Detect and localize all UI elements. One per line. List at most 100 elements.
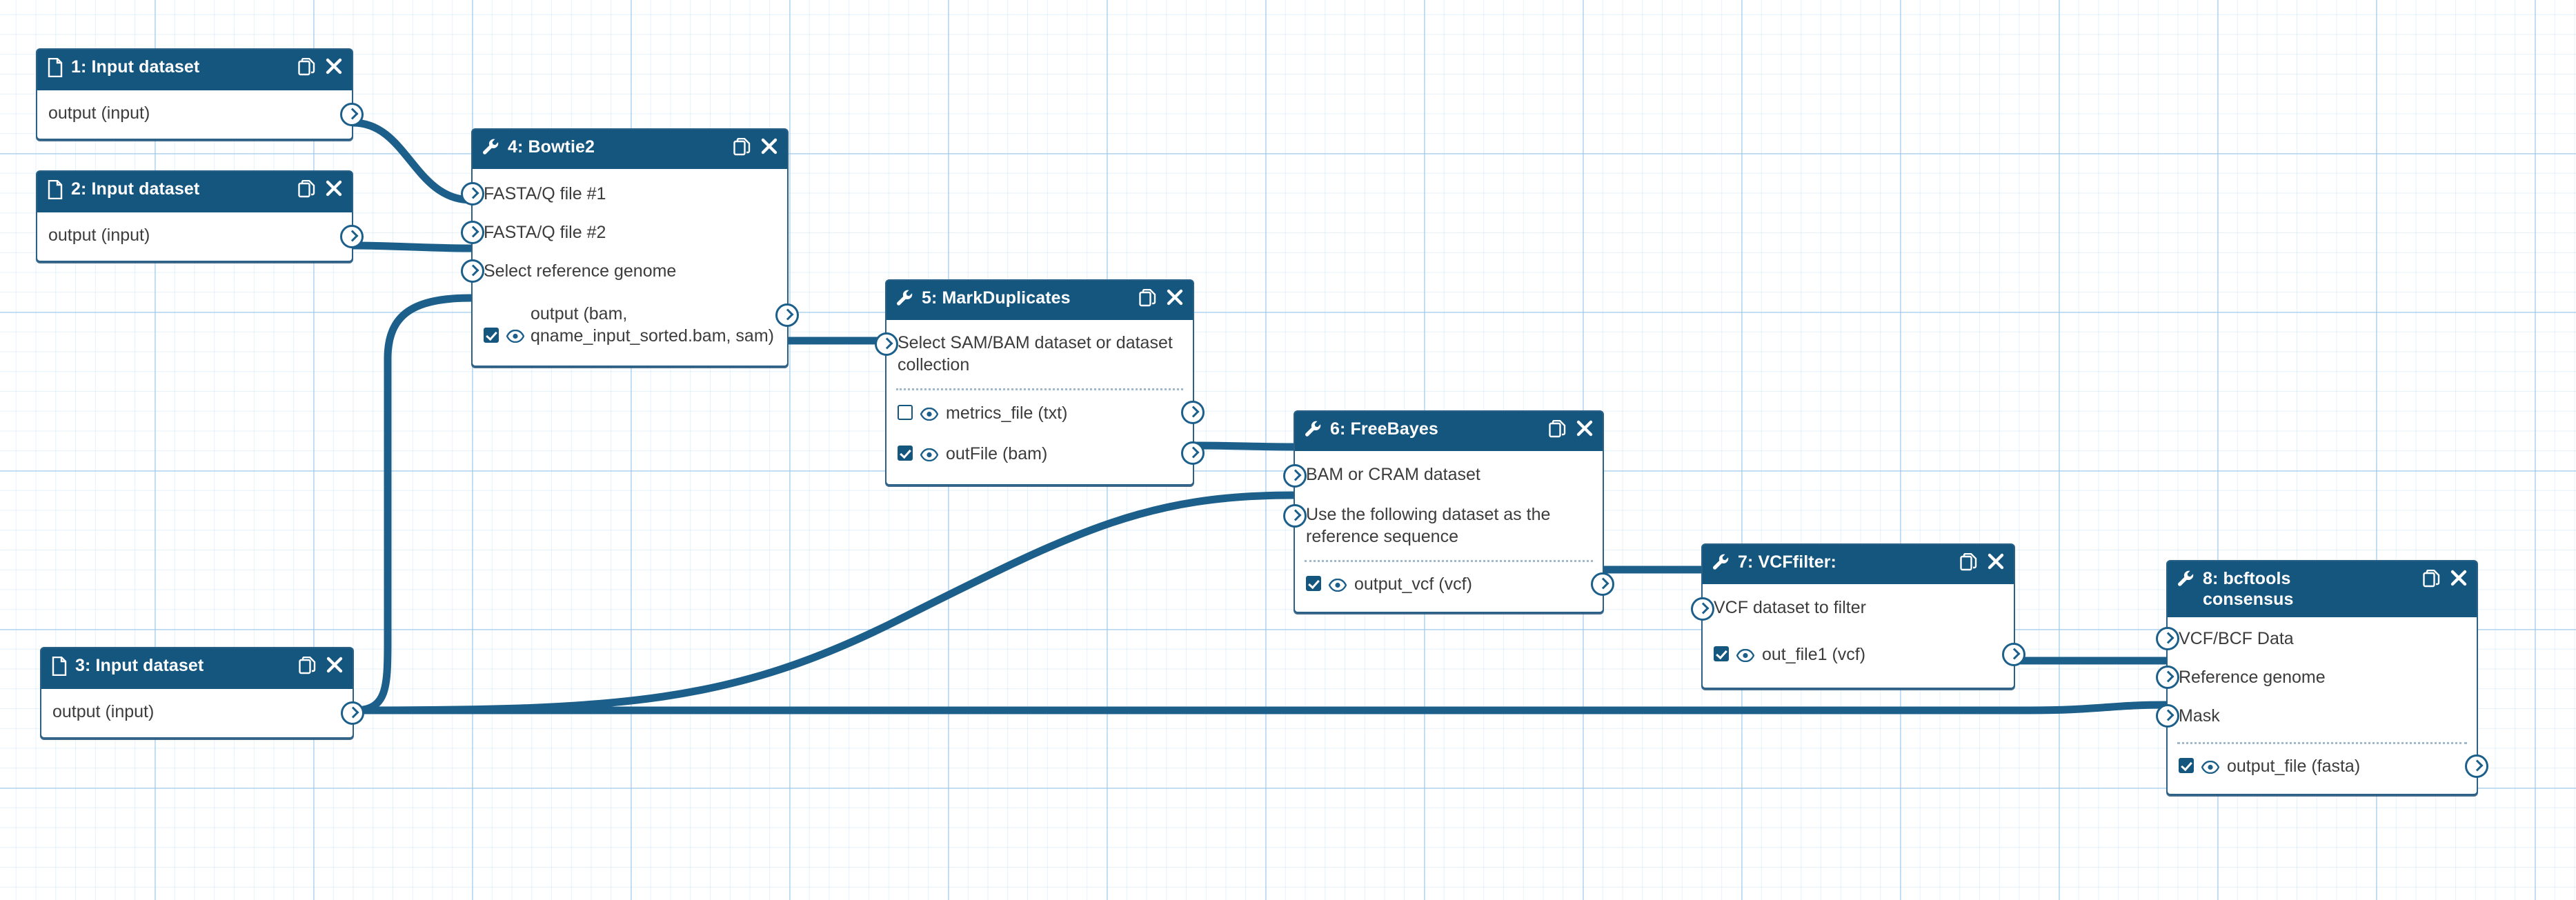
node-1-header[interactable]: 1: Input dataset — [37, 50, 352, 90]
workflow-node-1-input-dataset[interactable]: 1: Input dataset output (input) — [36, 48, 364, 140]
connector-chevron-icon-input[interactable] — [2156, 704, 2179, 728]
input-terminal-label: VCF dataset to filter — [1714, 597, 1866, 617]
node-4-output-row-bam[interactable]: output (bam, qname_input_sorted.bam, sam… — [473, 290, 799, 354]
node-7-output-row-outfile1[interactable]: out_file1 (vcf) — [1703, 639, 2025, 674]
connector-chevron-icon-input[interactable] — [461, 181, 484, 206]
node-5-input-row-sambam[interactable]: Select SAM/BAM dataset or dataset collec… — [875, 326, 1193, 382]
node-8-header[interactable]: 8: bcftools consensus — [2168, 561, 2477, 617]
wire-n2-out-to-n4-fastq2 — [349, 241, 475, 252]
duplicate-icon[interactable] — [1960, 552, 1978, 577]
node-7-input-row-vcf[interactable]: VCF dataset to filter — [1691, 590, 2014, 639]
node-4-input-row-reference-genome[interactable]: Select reference genome — [461, 252, 787, 290]
eye-icon[interactable] — [506, 326, 525, 348]
output-visible-checkbox[interactable] — [1306, 575, 1321, 591]
node-5-header[interactable]: 5: MarkDuplicates — [886, 281, 1193, 320]
duplicate-icon[interactable] — [299, 656, 317, 680]
workflow-node-7-vcffilter[interactable]: 7: VCFfilter: VCF dataset to filter out_… — [1691, 543, 2025, 689]
close-icon[interactable] — [326, 657, 343, 679]
workflow-node-6-freebayes[interactable]: 6: FreeBayes BAM or CRAM dataset Use the… — [1283, 410, 1614, 613]
connector-chevron-icon-output[interactable] — [340, 102, 364, 126]
output-visible-checkbox[interactable] — [2179, 758, 2194, 773]
connector-chevron-icon-output[interactable] — [340, 224, 364, 248]
node-6-input-row-reference-sequence[interactable]: Use the following dataset as the referen… — [1283, 501, 1603, 554]
node-8-output-row-fasta[interactable]: output_file (fasta) — [2168, 748, 2488, 786]
node-4-input-row-fastq2[interactable]: FASTA/Q file #2 — [461, 213, 787, 252]
output-visible-checkbox[interactable] — [484, 327, 499, 343]
node-6-output-row-vcf[interactable]: output_vcf (vcf) — [1295, 566, 1614, 603]
connector-chevron-icon-output[interactable] — [2465, 754, 2488, 778]
duplicate-icon[interactable] — [1139, 288, 1157, 312]
duplicate-icon[interactable] — [1549, 419, 1567, 443]
node-5-output-row-outfile[interactable]: outFile (bam) — [886, 435, 1205, 476]
input-terminal-label: FASTA/Q file #1 — [484, 183, 606, 203]
eye-icon[interactable] — [1328, 575, 1347, 597]
connector-chevron-icon-input[interactable] — [1691, 597, 1714, 621]
file-icon — [47, 179, 63, 205]
node-1-output-row[interactable]: output (input) — [37, 96, 364, 130]
connector-chevron-icon-input[interactable] — [461, 259, 484, 283]
duplicate-icon[interactable] — [733, 137, 751, 161]
node-8-input-row-reference-genome[interactable]: Reference genome — [2156, 659, 2477, 697]
connector-chevron-icon-output[interactable] — [1591, 572, 1614, 596]
node-4-title: 4: Bowtie2 — [508, 137, 595, 157]
node-3-header[interactable]: 3: Input dataset — [41, 648, 353, 689]
duplicate-icon[interactable] — [298, 57, 316, 81]
node-6-input-row-bam[interactable]: BAM or CRAM dataset — [1283, 457, 1603, 501]
close-icon[interactable] — [2450, 570, 2467, 592]
wire-n5-outfile-to-n6-bam — [1190, 441, 1298, 451]
close-icon[interactable] — [1576, 420, 1593, 442]
connector-chevron-icon-input[interactable] — [1283, 503, 1307, 528]
node-4-header[interactable]: 4: Bowtie2 — [473, 130, 787, 169]
node-7-header[interactable]: 7: VCFfilter: — [1703, 545, 2014, 584]
wrench-icon — [896, 289, 914, 312]
close-icon[interactable] — [326, 180, 342, 202]
wire-n3-out-to-n8-refgenome — [350, 701, 2170, 714]
node-8-input-row-vcfbcf[interactable]: VCF/BCF Data — [2156, 620, 2477, 659]
output-visible-checkbox[interactable] — [898, 404, 913, 420]
node-5-body: Select SAM/BAM dataset or dataset collec… — [875, 320, 1205, 484]
output-visible-checkbox[interactable] — [1714, 646, 1729, 661]
node-6-header[interactable]: 6: FreeBayes — [1295, 412, 1603, 451]
output-terminal-label: metrics_file (txt) — [946, 403, 1068, 423]
duplicate-icon[interactable] — [2423, 569, 2441, 593]
close-icon[interactable] — [1988, 553, 2004, 575]
connector-chevron-icon-output[interactable] — [1181, 441, 1205, 465]
input-terminal-label: Select SAM/BAM dataset or dataset collec… — [898, 332, 1173, 374]
workflow-node-5-markduplicates[interactable]: 5: MarkDuplicates Select SAM/BAM dataset… — [875, 279, 1205, 486]
output-section-divider — [896, 388, 1183, 390]
connector-chevron-icon-output[interactable] — [341, 701, 364, 725]
connector-chevron-icon-input[interactable] — [2156, 627, 2179, 650]
close-icon[interactable] — [761, 138, 777, 160]
connector-chevron-icon-input[interactable] — [1283, 463, 1307, 488]
eye-icon[interactable] — [920, 445, 939, 467]
close-icon[interactable] — [326, 58, 342, 80]
connector-chevron-icon-input[interactable] — [461, 220, 484, 244]
connector-chevron-icon-output[interactable] — [2002, 642, 2025, 666]
close-icon[interactable] — [1167, 289, 1183, 311]
connector-chevron-icon-input[interactable] — [2156, 666, 2179, 689]
output-terminal-label: output_file (fasta) — [2227, 757, 2361, 776]
workflow-node-3-input-dataset[interactable]: 3: Input dataset output (input) — [40, 647, 364, 739]
output-visible-checkbox[interactable] — [898, 445, 913, 461]
node-3-title: 3: Input dataset — [75, 656, 204, 675]
node-2-output-row[interactable]: output (input) — [37, 218, 364, 252]
workflow-node-4-bowtie2[interactable]: 4: Bowtie2 FASTA/Q file #1 FASTA/Q file … — [461, 128, 799, 367]
node-8-body: VCF/BCF Data Reference genome Mask outpu… — [2156, 617, 2488, 794]
duplicate-icon[interactable] — [298, 179, 316, 203]
connector-chevron-icon-output[interactable] — [775, 303, 799, 327]
node-4-input-row-fastq1[interactable]: FASTA/Q file #1 — [461, 174, 787, 213]
workflow-node-2-input-dataset[interactable]: 2: Input dataset output (input) — [36, 170, 364, 262]
input-terminal-label: Select reference genome — [484, 261, 677, 281]
eye-icon[interactable] — [920, 404, 939, 426]
workflow-node-8-bcftools-consensus[interactable]: 8: bcftools consensus VCF/BCF Data Refer… — [2156, 560, 2488, 795]
node-2-header[interactable]: 2: Input dataset — [37, 172, 352, 212]
node-8-input-row-mask[interactable]: Mask — [2156, 697, 2477, 736]
wrench-icon — [2177, 570, 2195, 593]
connector-chevron-icon-output[interactable] — [1181, 400, 1205, 424]
connector-chevron-icon-input[interactable] — [875, 332, 898, 356]
eye-icon[interactable] — [2201, 757, 2220, 779]
node-3-output-row[interactable]: output (input) — [41, 694, 364, 729]
node-5-output-row-metrics[interactable]: metrics_file (txt) — [886, 394, 1205, 435]
eye-icon[interactable] — [1736, 646, 1755, 668]
